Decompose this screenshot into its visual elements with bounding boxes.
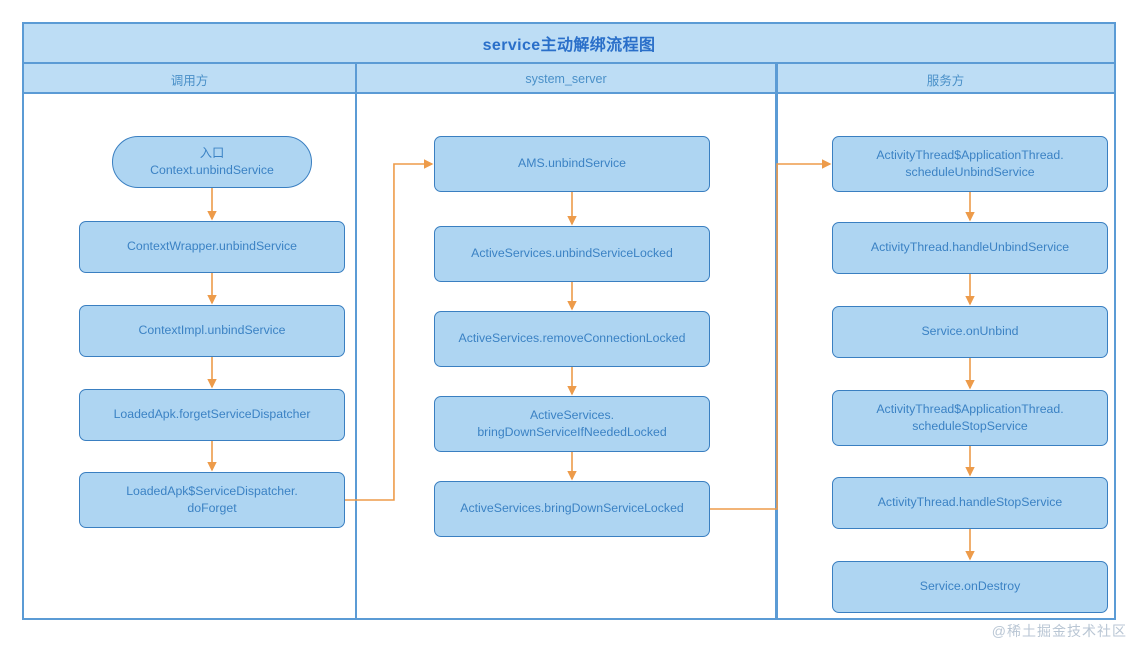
flow-node-r2[interactable]: ActivityThread.handleUnbindService bbox=[832, 222, 1108, 274]
flow-node-m3[interactable]: ActiveServices.removeConnectionLocked bbox=[434, 311, 710, 367]
lane-header-system-server: system_server bbox=[525, 72, 607, 86]
flowchart-frame: service主动解绑流程图 调用方 system_server 服务方 入口 … bbox=[22, 22, 1116, 620]
flow-node-r6[interactable]: Service.onDestroy bbox=[832, 561, 1108, 613]
flow-node-n4[interactable]: LoadedApk.forgetServiceDispatcher bbox=[79, 389, 345, 441]
flow-node-n5[interactable]: LoadedApk$ServiceDispatcher. doForget bbox=[79, 472, 345, 528]
flow-node-m1[interactable]: AMS.unbindService bbox=[434, 136, 710, 192]
page-title: service主动解绑流程图 bbox=[482, 37, 656, 54]
flow-node-r5[interactable]: ActivityThread.handleStopService bbox=[832, 477, 1108, 529]
flow-node-r3[interactable]: Service.onUnbind bbox=[832, 306, 1108, 358]
edge-n5-to-m1 bbox=[345, 159, 434, 501]
flow-node-m4[interactable]: ActiveServices. bringDownServiceIfNeeded… bbox=[434, 396, 710, 452]
flow-node-n1[interactable]: 入口 Context.unbindService bbox=[112, 136, 312, 188]
flow-node-r1[interactable]: ActivityThread$ApplicationThread. schedu… bbox=[832, 136, 1108, 192]
flow-node-n2[interactable]: ContextWrapper.unbindService bbox=[79, 221, 345, 273]
flow-node-m5[interactable]: ActiveServices.bringDownServiceLocked bbox=[434, 481, 710, 537]
watermark: @稀土掘金技术社区 bbox=[991, 623, 1127, 639]
edge-m5-to-r1 bbox=[710, 159, 832, 510]
lane-header-caller: 调用方 bbox=[170, 73, 209, 88]
flow-node-r4[interactable]: ActivityThread$ApplicationThread. schedu… bbox=[832, 390, 1108, 446]
flow-node-n3[interactable]: ContextImpl.unbindService bbox=[79, 305, 345, 357]
lane-header-band: 调用方 system_server 服务方 bbox=[24, 64, 1114, 94]
diagram-title-band: service主动解绑流程图 bbox=[24, 24, 1114, 64]
lane-header-service-side: 服务方 bbox=[926, 73, 965, 88]
flow-node-m2[interactable]: ActiveServices.unbindServiceLocked bbox=[434, 226, 710, 282]
